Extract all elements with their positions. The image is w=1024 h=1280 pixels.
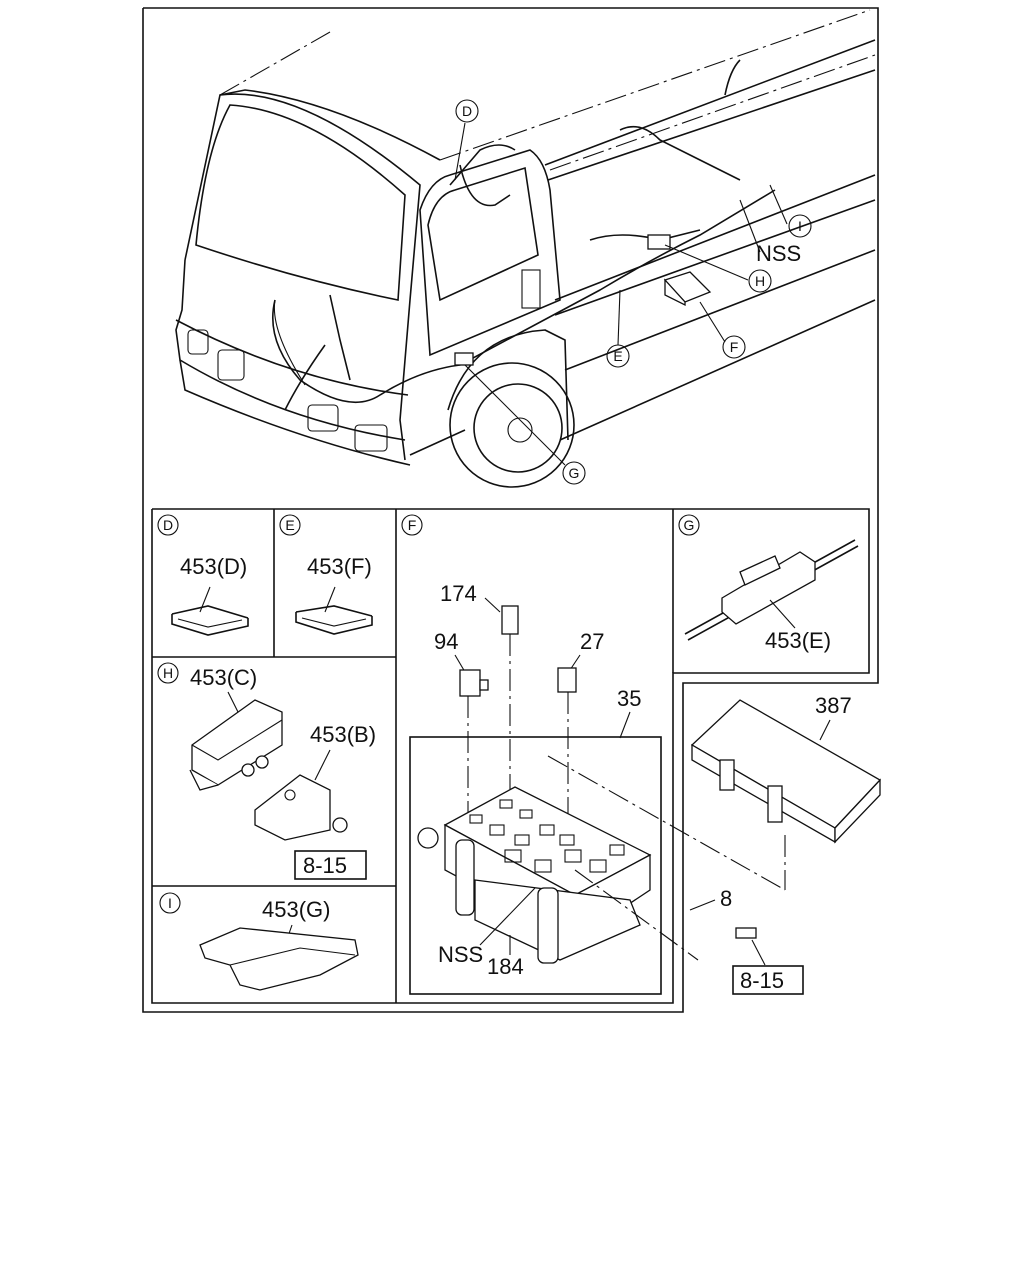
panel-h: H 453(C) 453(B) 8-15 (157, 662, 376, 880)
callout-leaders (454, 122, 788, 466)
panel-e: E 453(F) (279, 514, 373, 635)
fuse-174 (501, 605, 519, 635)
label-453g: 453(G) (262, 897, 330, 922)
truck-illustration (175, 9, 876, 488)
outer-frame (142, 7, 879, 1013)
label-ref-f: 8-15 (740, 968, 784, 993)
callout-h: H (748, 269, 772, 293)
label-35: 35 (617, 686, 641, 711)
label-nss-fuse: NSS (438, 942, 483, 967)
label-453b: 453(B) (310, 722, 376, 747)
svg-text:G: G (684, 517, 695, 533)
callout-g: G (562, 461, 586, 485)
svg-text:I: I (798, 218, 802, 234)
label-ref-h: 8-15 (303, 853, 347, 878)
fuse-box-frame (409, 736, 662, 995)
fuse-27 (557, 667, 577, 693)
svg-text:D: D (462, 103, 472, 119)
svg-text:H: H (163, 665, 173, 681)
screw-8 (735, 927, 757, 939)
svg-text:G: G (569, 465, 580, 481)
svg-text:H: H (755, 273, 765, 289)
label-94: 94 (434, 629, 458, 654)
svg-text:F: F (408, 517, 417, 533)
relay-94 (459, 669, 481, 697)
callout-f: F (722, 335, 746, 359)
panel-i: I 453(G) (159, 892, 359, 991)
svg-text:E: E (613, 348, 622, 364)
panel-f: F 174 94 27 35 (401, 514, 786, 995)
label-387: 387 (815, 693, 852, 718)
svg-text:I: I (168, 895, 172, 911)
ref-box-f (732, 965, 804, 995)
callout-d: D (455, 99, 479, 123)
svg-text:D: D (163, 517, 173, 533)
panel-g: G 453(E) (678, 514, 859, 653)
label-nss-top: NSS (756, 241, 801, 266)
label-27: 27 (580, 629, 604, 654)
svg-text:E: E (285, 517, 294, 533)
panel-d: D 453(D) (157, 514, 249, 636)
label-453f: 453(F) (307, 554, 372, 579)
label-8: 8 (720, 886, 732, 911)
panel-cover: 387 8 8-15 (689, 693, 882, 995)
label-453c: 453(C) (190, 665, 257, 690)
label-453e: 453(E) (765, 628, 831, 653)
label-184: 184 (487, 954, 524, 979)
callout-e: E (606, 344, 630, 368)
callout-i: I (788, 214, 812, 238)
fuse-slots (469, 799, 625, 873)
label-453d: 453(D) (180, 554, 247, 579)
label-174: 174 (440, 581, 477, 606)
ref-box-h (294, 850, 367, 880)
svg-text:F: F (730, 339, 739, 355)
